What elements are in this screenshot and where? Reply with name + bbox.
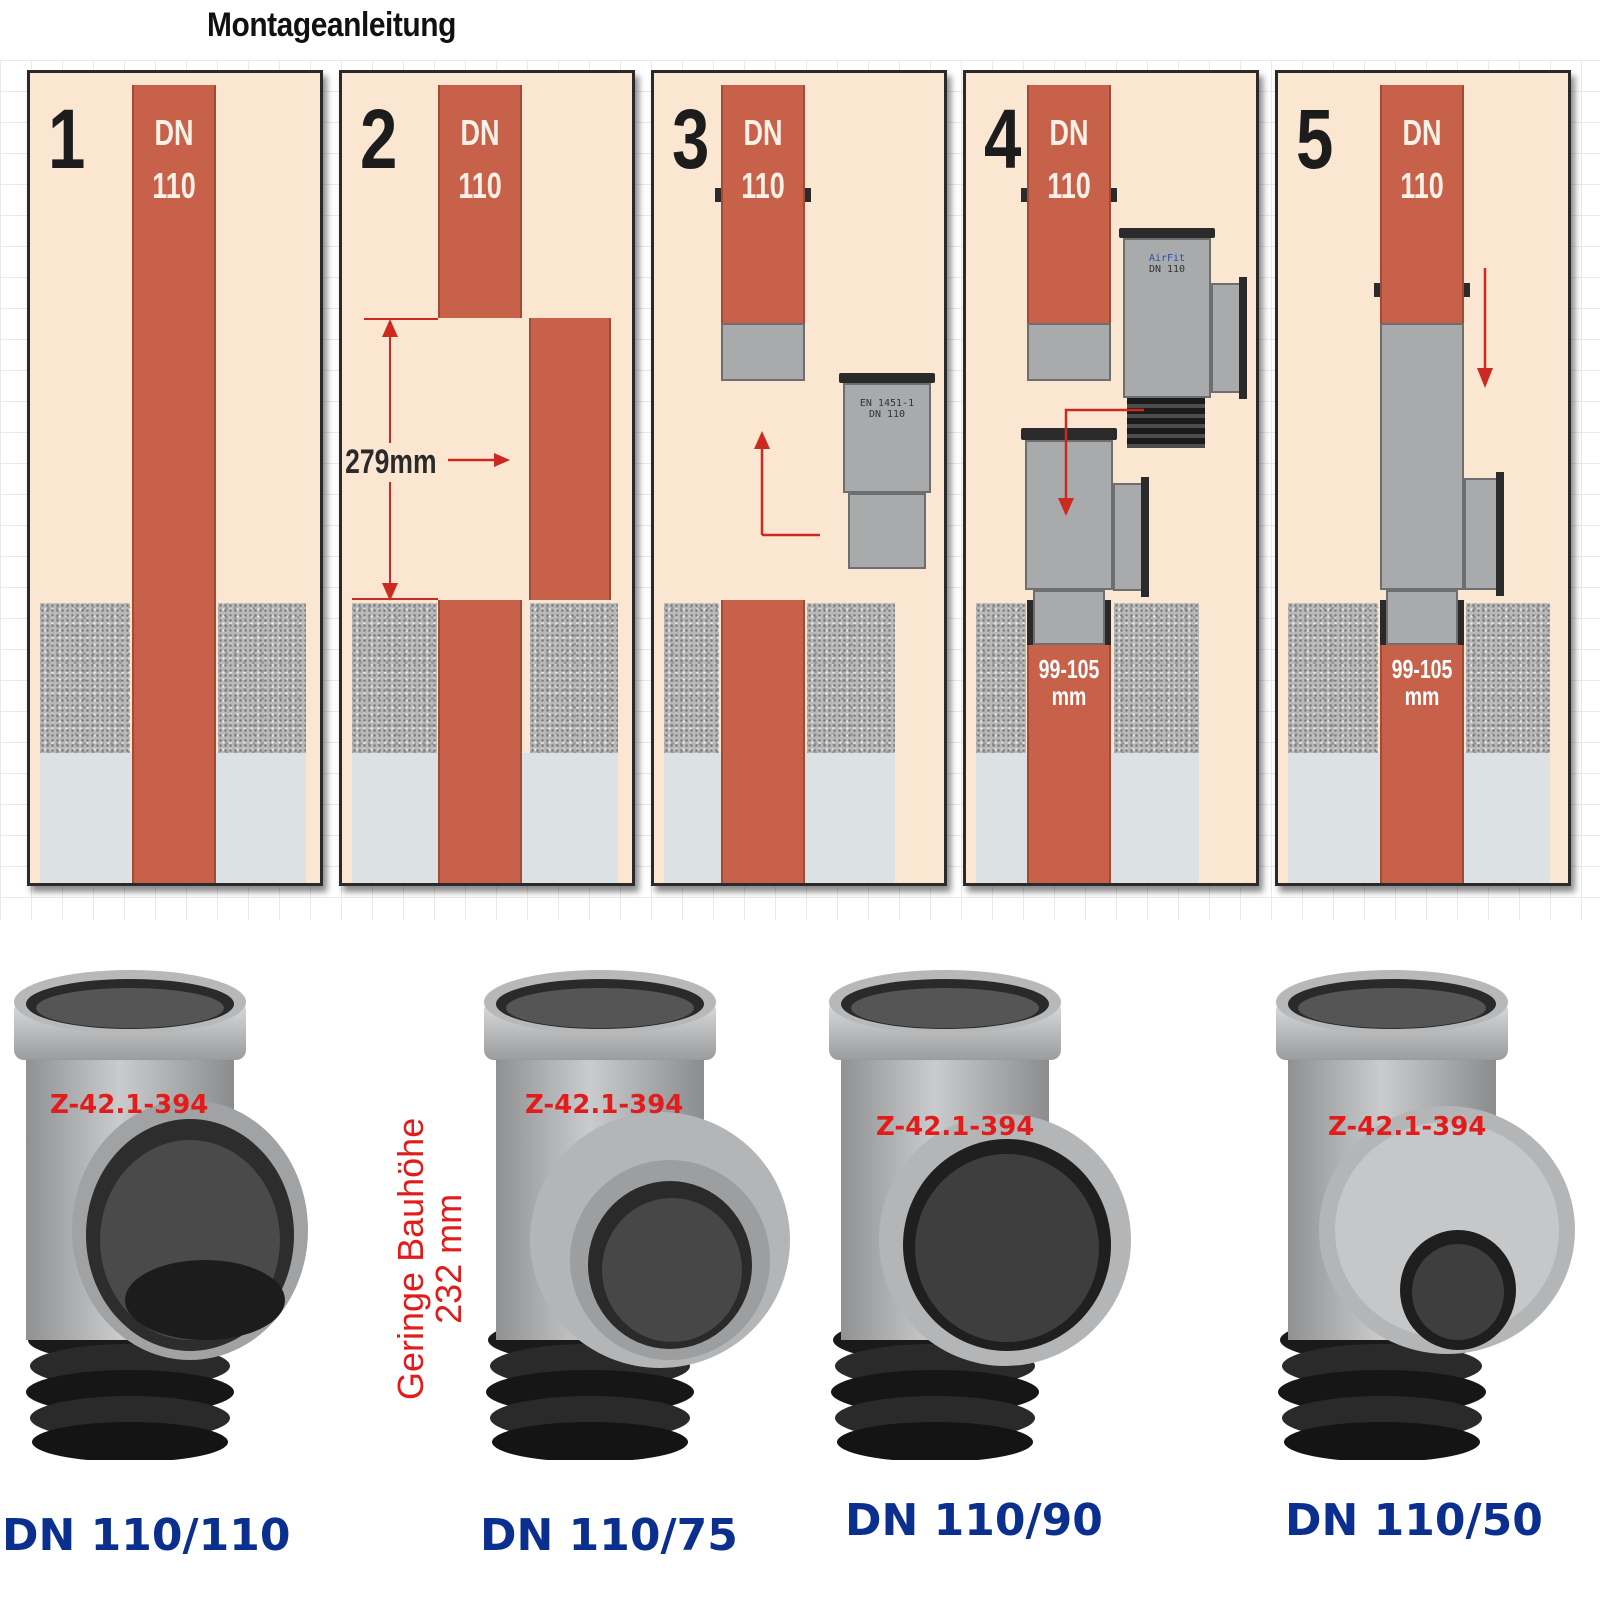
fitting-body bbox=[843, 383, 931, 493]
installed-fitting-spigot bbox=[1033, 590, 1105, 645]
product-name-110-75: DN 110/75 bbox=[480, 1510, 738, 1561]
arrow-right-icon bbox=[448, 453, 510, 467]
pipe-size-value: 110 bbox=[741, 165, 785, 206]
cut-pipe-section bbox=[529, 318, 611, 600]
pipe-size-dn: DN bbox=[460, 112, 500, 153]
product-3-fitting bbox=[829, 970, 1131, 1460]
gravel-layer bbox=[530, 603, 618, 753]
pipe-sleeve bbox=[721, 323, 805, 381]
product-illustrations bbox=[14, 970, 1575, 1460]
product-2-fitting bbox=[484, 970, 790, 1460]
pipe-clip bbox=[1464, 283, 1470, 297]
step-number: 4 bbox=[984, 92, 1022, 186]
installed-fitting-spigot bbox=[1386, 590, 1458, 645]
lower-pipe bbox=[1027, 600, 1111, 883]
pipe-sleeve bbox=[1027, 323, 1111, 381]
pipe-clip bbox=[1111, 188, 1117, 202]
page-title: Montageanleitung bbox=[207, 6, 456, 44]
arrow-down-icon bbox=[1058, 408, 1144, 516]
installation-height-note: Geringe Bauhöhe 232 mm bbox=[390, 1117, 469, 1400]
pipe-size-dn: DN bbox=[743, 112, 783, 153]
installed-fitting-branch bbox=[1464, 478, 1498, 590]
pipe-size-dn: DN bbox=[1049, 112, 1089, 153]
pipe-size-dn: DN bbox=[1402, 112, 1442, 153]
upper-pipe bbox=[1380, 85, 1464, 323]
approval-code: Z-42.1-394 bbox=[525, 1090, 684, 1120]
arrow-up-icon bbox=[754, 431, 820, 537]
fitting-spigot bbox=[848, 493, 926, 569]
step-number: 2 bbox=[360, 92, 398, 186]
fitting-branch-rim bbox=[1239, 277, 1247, 399]
step-number: 5 bbox=[1296, 92, 1334, 186]
pipe-size-value: 110 bbox=[152, 165, 196, 206]
pipe-clip bbox=[715, 188, 721, 202]
insert-depth-value: 99-105 bbox=[1038, 654, 1100, 684]
product-name-110-50: DN 110/50 bbox=[1285, 1495, 1543, 1546]
step-number: 3 bbox=[672, 92, 710, 186]
pipe-size-value: 110 bbox=[1047, 165, 1091, 206]
pipe-size-value: 110 bbox=[458, 165, 502, 206]
product-name-110-110: DN 110/110 bbox=[2, 1510, 291, 1561]
pipe-clip bbox=[1021, 188, 1027, 202]
insert-depth-unit: mm bbox=[1051, 681, 1087, 711]
drain-pipe bbox=[132, 85, 216, 883]
fitting-body bbox=[1123, 238, 1211, 398]
gravel-layer bbox=[807, 603, 895, 753]
installed-fitting-body bbox=[1380, 323, 1464, 590]
step-panel-4: 4 DN 110 AirFit DN 110 99-105 mm bbox=[963, 70, 1259, 886]
approval-code: Z-42.1-394 bbox=[876, 1112, 1035, 1142]
fitting-socket-rim bbox=[1021, 428, 1117, 440]
step-panel-5: 5 DN 110 99-105 mm bbox=[1275, 70, 1571, 886]
cut-length-label: 279mm bbox=[342, 443, 440, 482]
pipe-size-dn: DN bbox=[154, 112, 194, 153]
approval-code: Z-42.1-394 bbox=[50, 1090, 209, 1120]
lower-pipe bbox=[721, 600, 805, 883]
gravel-layer bbox=[352, 603, 437, 753]
fitting-socket-rim bbox=[1119, 228, 1215, 238]
insert-depth-value: 99-105 bbox=[1391, 654, 1453, 684]
gravel-layer bbox=[664, 603, 719, 753]
product-4-fitting bbox=[1276, 970, 1575, 1460]
product-1-fitting bbox=[14, 970, 308, 1460]
dimension-line-top bbox=[364, 318, 438, 320]
pipe-size-value: 110 bbox=[1400, 165, 1444, 206]
installed-fitting-branch bbox=[1113, 483, 1143, 591]
step-panel-2: 2 DN 110 279mm bbox=[339, 70, 635, 886]
fitting-brand-label: AirFit DN 110 bbox=[1148, 253, 1186, 275]
product-name-110-90: DN 110/90 bbox=[845, 1495, 1103, 1546]
step-panel-1: 1 DN 110 bbox=[27, 70, 323, 886]
upper-pipe bbox=[721, 85, 805, 323]
lower-pipe bbox=[438, 600, 522, 883]
installed-fitting-body bbox=[1025, 440, 1113, 590]
fitting-socket-rim bbox=[839, 373, 935, 383]
dimension-line-bottom bbox=[352, 598, 438, 600]
gravel-layer bbox=[1466, 603, 1550, 753]
insert-depth-unit: mm bbox=[1404, 681, 1440, 711]
gravel-layer bbox=[976, 603, 1026, 753]
installed-fitting-branch-rim bbox=[1496, 472, 1504, 596]
fitting-seal bbox=[1127, 398, 1205, 448]
lower-pipe bbox=[1380, 600, 1464, 883]
gravel-layer bbox=[1288, 603, 1378, 753]
upper-pipe bbox=[1027, 85, 1111, 323]
step-number: 1 bbox=[48, 92, 86, 186]
upper-pipe bbox=[438, 85, 522, 318]
fitting-branch bbox=[1211, 283, 1241, 393]
gravel-layer bbox=[1114, 603, 1199, 753]
gravel-layer bbox=[40, 603, 130, 753]
step-panel-3: 3 DN 110 EN 1451-1 DN 110 bbox=[651, 70, 947, 886]
installed-fitting-branch-rim bbox=[1141, 477, 1149, 597]
gravel-layer bbox=[218, 603, 306, 753]
pipe-clip bbox=[1374, 283, 1380, 297]
arrow-down-icon bbox=[1477, 268, 1493, 388]
fitting-norm-label: EN 1451-1 DN 110 bbox=[859, 398, 915, 420]
approval-code: Z-42.1-394 bbox=[1328, 1112, 1487, 1142]
pipe-clip bbox=[805, 188, 811, 202]
